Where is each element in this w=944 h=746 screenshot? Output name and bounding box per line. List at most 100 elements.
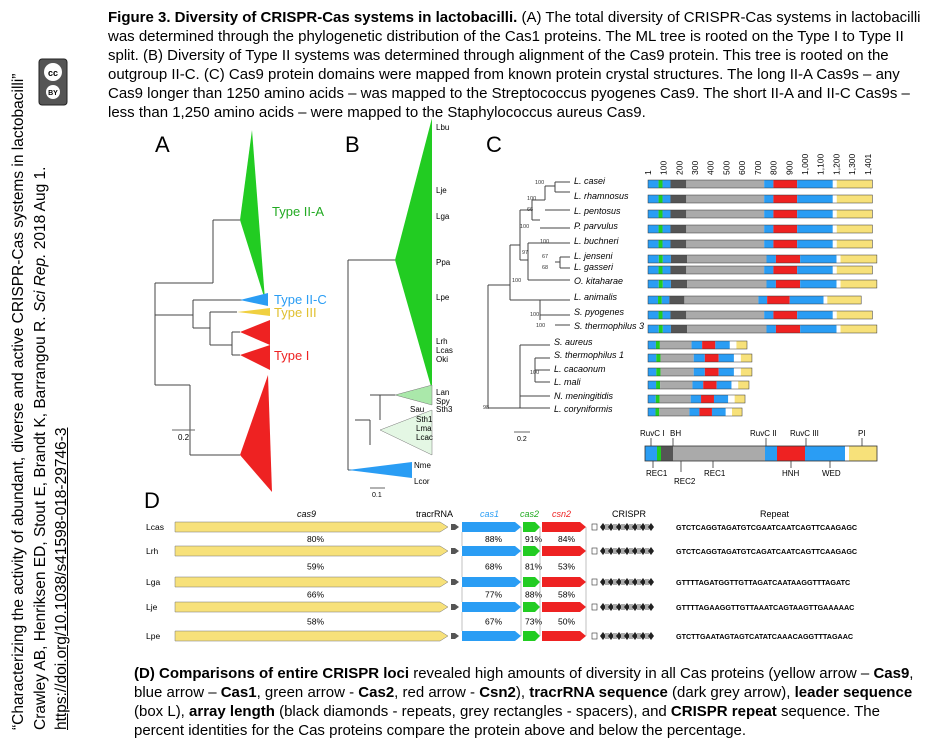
panel-b-light-green-clade-2 xyxy=(379,409,433,456)
spacer-rect xyxy=(613,633,617,639)
domain-legend: RuvC I BH RuvC II RuvC III PI REC1 REC2 … xyxy=(640,429,878,486)
domain-segment xyxy=(800,280,837,288)
svg-text:L. coryniformis: L. coryniformis xyxy=(554,404,613,414)
domain-segment xyxy=(736,341,747,349)
repeat-diamond xyxy=(608,632,614,640)
domain-segment xyxy=(832,195,837,203)
domain-segment xyxy=(648,195,659,203)
domain-segment xyxy=(703,381,717,389)
type3-clade xyxy=(237,308,270,316)
locus-name: Lrh xyxy=(146,546,159,556)
domain-segment xyxy=(648,266,659,274)
domain-segment xyxy=(773,210,798,218)
leader-box xyxy=(591,603,598,611)
domain-segment xyxy=(773,180,798,188)
domain-segment xyxy=(670,195,687,203)
svg-text:100: 100 xyxy=(530,312,539,318)
domain-segment xyxy=(840,280,877,288)
domain-segment xyxy=(659,341,692,349)
percent-identity: 67% xyxy=(485,617,502,627)
domain-segment xyxy=(716,381,732,389)
spacer-rect xyxy=(645,604,649,610)
domain-segment xyxy=(797,210,833,218)
domain-segment xyxy=(662,266,671,274)
panel-b-taxa: Lbu Lje Lga Ppa Lpe Lrh Lcas Oki Lan Spy… xyxy=(410,123,453,486)
panel-c: C 100 100 66 100 100 97 67 68 100 100 10… xyxy=(483,132,878,486)
domain-segment xyxy=(715,341,730,349)
panel-c-scale: 0.2 xyxy=(517,436,527,443)
domain-segment xyxy=(648,408,656,416)
svg-text:RuvC II: RuvC II xyxy=(750,429,777,438)
repeat-diamond xyxy=(600,578,606,586)
spacer-rect xyxy=(629,524,633,530)
domain-segment xyxy=(836,266,873,274)
domain-segment xyxy=(660,368,694,376)
leader-box xyxy=(591,547,598,555)
svg-text:L. casei: L. casei xyxy=(574,176,606,186)
repeat-diamond xyxy=(608,523,614,531)
svg-text:97: 97 xyxy=(522,250,528,256)
domain-segment xyxy=(758,296,768,304)
repeat-diamond xyxy=(624,603,630,611)
domain-segment xyxy=(764,225,774,233)
svg-text:Lga: Lga xyxy=(436,212,450,221)
svg-text:Spy: Spy xyxy=(436,397,450,406)
domain-segment xyxy=(658,240,663,248)
repeat-diamond xyxy=(632,603,638,611)
domain-segment xyxy=(659,408,690,416)
svg-text:HNH: HNH xyxy=(782,469,800,478)
repeat-diamond xyxy=(600,603,606,611)
svg-text:Lan: Lan xyxy=(436,388,449,397)
domain-segment xyxy=(648,180,659,188)
cas1-arrow xyxy=(462,631,521,641)
domain-segment xyxy=(740,354,752,362)
domain-segment xyxy=(766,325,776,333)
svg-text:100: 100 xyxy=(527,196,536,202)
domain-segment xyxy=(658,296,662,304)
spacer-rect xyxy=(621,604,625,610)
svg-text:L. jenseni: L. jenseni xyxy=(574,251,614,261)
panel-b-green-clade xyxy=(395,118,432,390)
svg-text:L. rhamnosus: L. rhamnosus xyxy=(574,191,629,201)
alignment-connector xyxy=(461,551,587,582)
percent-identity: 50% xyxy=(558,617,575,627)
domain-segment xyxy=(773,225,798,233)
domain-segment xyxy=(764,311,774,319)
domain-segment xyxy=(656,381,661,389)
domain-bar-outline xyxy=(647,295,862,305)
domain-bar-outline xyxy=(647,254,878,264)
svg-text:Lje: Lje xyxy=(436,186,447,195)
domain-bar-outline xyxy=(647,367,753,377)
domain-segment xyxy=(662,325,671,333)
svg-text:68: 68 xyxy=(542,265,548,271)
percent-identity: 53% xyxy=(558,562,575,572)
domain-segment xyxy=(648,368,657,376)
axis-tick-label: 1,100 xyxy=(816,153,826,175)
type2c-label: Type II-C xyxy=(274,292,327,307)
domain-segment xyxy=(658,225,663,233)
domain-segment xyxy=(775,325,801,333)
domain-segment xyxy=(832,210,837,218)
domain-segment xyxy=(775,280,801,288)
domain-segment xyxy=(766,255,776,263)
spacer-rect xyxy=(637,604,641,610)
domain-segment xyxy=(662,240,671,248)
axis-tick-label: 1 xyxy=(643,170,653,175)
domain-segment xyxy=(670,325,688,333)
spacer-rect xyxy=(629,604,633,610)
domain-segment xyxy=(693,368,705,376)
domain-segment xyxy=(659,395,691,403)
csn2-arrow xyxy=(542,577,586,587)
alignment-connector xyxy=(461,607,587,636)
domain-segment xyxy=(740,368,752,376)
domain-segment xyxy=(773,311,798,319)
repeat-diamond xyxy=(632,632,638,640)
domain-segment xyxy=(836,180,873,188)
repeat-diamond xyxy=(624,578,630,586)
svg-text:100: 100 xyxy=(536,323,545,329)
domain-segment xyxy=(797,180,833,188)
svg-text:L. pentosus: L. pentosus xyxy=(574,206,621,216)
spacer-rect xyxy=(637,524,641,530)
svg-text:100: 100 xyxy=(530,370,539,376)
